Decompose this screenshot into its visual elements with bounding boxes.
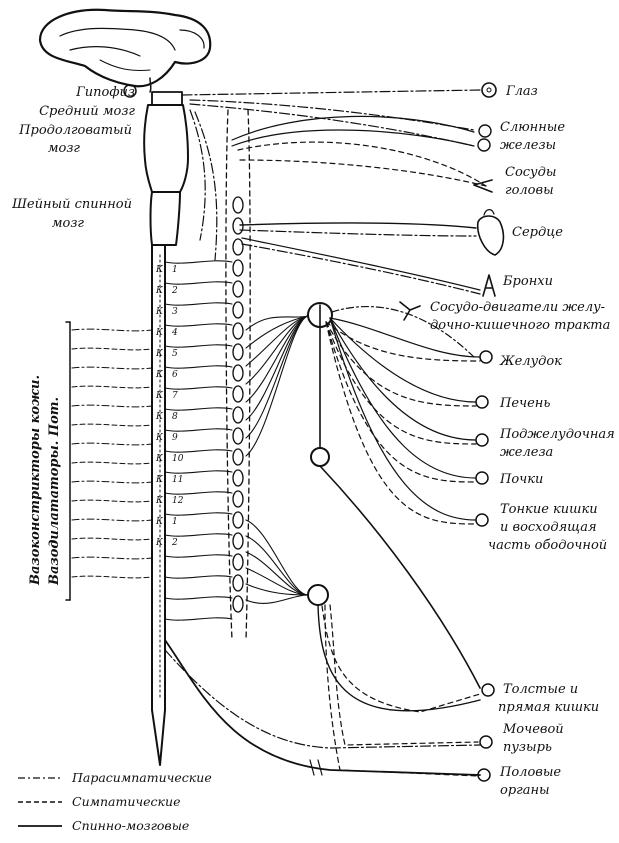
label-sosudy-1: Сосуды xyxy=(505,165,557,180)
segment-number: 1 xyxy=(172,265,178,275)
label-tonkie-2: и восходящая xyxy=(500,520,597,535)
segment-letter: К xyxy=(155,370,164,380)
chain-ganglion xyxy=(232,490,244,508)
chain-ganglion xyxy=(232,238,244,256)
chain-ganglion xyxy=(232,322,244,340)
segment-letter: К xyxy=(155,307,164,317)
label-slyunnye-1: Слюнные xyxy=(500,120,566,135)
label-tolstye-1: Толстые и xyxy=(503,682,579,697)
segment-letter: К xyxy=(155,454,164,464)
chain-ganglion xyxy=(232,406,244,424)
label-pechen: Печень xyxy=(500,396,551,411)
label-vaso-1: Сосудо-двигатели желу- xyxy=(430,300,606,315)
label-sredniy-mozg: Средний мозг xyxy=(39,104,135,119)
segment-letter: К xyxy=(155,475,164,485)
cranial-nerves xyxy=(181,89,487,295)
label-gipofiz: Гипофиз xyxy=(76,85,135,100)
label-vaso-skin: Вазоконстрикторы кожи. xyxy=(28,374,43,585)
chain-ganglion xyxy=(232,574,244,592)
segment-number: 10 xyxy=(172,454,184,464)
segment-letter: К xyxy=(155,349,164,359)
brainstem xyxy=(143,91,189,193)
spinal-cord xyxy=(149,191,181,766)
segment-letter: К xyxy=(155,517,164,527)
segment-number: 6 xyxy=(172,370,178,380)
segment-letter: К xyxy=(155,412,164,422)
pituitary-gland xyxy=(123,84,137,98)
label-vaso-dil: Вазодилататоры. Пот. xyxy=(47,396,62,585)
segment-number: 2 xyxy=(171,286,178,296)
sympathetic-chain xyxy=(225,109,251,641)
segment-letter: К xyxy=(155,286,164,296)
segment-number: 8 xyxy=(172,412,178,422)
segment-number: 11 xyxy=(172,475,183,485)
label-tolstye-2: прямая кишки xyxy=(498,700,600,715)
chain-ganglion xyxy=(232,301,244,319)
chain-ganglion xyxy=(232,217,244,235)
label-podzhel-2: железа xyxy=(500,445,554,460)
segment-number: 7 xyxy=(172,391,178,401)
label-mochevoy-2: пузырь xyxy=(503,740,552,755)
chain-ganglion xyxy=(232,553,244,571)
segment-letter: К xyxy=(155,538,164,548)
chain-ganglion xyxy=(232,595,244,613)
segment-number: 2 xyxy=(171,538,178,548)
segment-letter: К xyxy=(155,328,164,338)
chain-ganglion xyxy=(232,385,244,403)
chain-ganglion xyxy=(232,364,244,382)
segment-letter: К xyxy=(155,265,164,275)
brain-drawing xyxy=(38,8,212,93)
chain-ganglion xyxy=(232,259,244,277)
label-sheyny-mozg: мозг xyxy=(51,216,84,231)
pelvic-nerves xyxy=(164,604,481,777)
chain-ganglion xyxy=(232,448,244,466)
chain-ganglion xyxy=(232,196,244,214)
segment-number: 3 xyxy=(172,307,178,317)
label-sheyny: Шейный спинной xyxy=(12,197,132,212)
label-slyunnye-2: железы xyxy=(500,138,557,153)
organ-symbols xyxy=(399,82,505,782)
label-mochevoy-1: Мочевой xyxy=(503,722,564,737)
segment-letter: К xyxy=(155,433,164,443)
label-pochki: Почки xyxy=(500,472,544,487)
label-prodolgovaty-mozg: мозг xyxy=(47,141,80,156)
label-serdtse: Сердце xyxy=(512,225,563,240)
label-polovye-1: Половые xyxy=(500,765,562,780)
chain-ganglion xyxy=(232,469,244,487)
segment-letter: К xyxy=(155,391,164,401)
label-zheludok: Желудок xyxy=(500,354,562,369)
label-sosudy-2: головы xyxy=(505,183,554,198)
label-bronkhi: Бронхи xyxy=(503,274,553,289)
label-tonkie-3: часть ободочной xyxy=(488,538,608,553)
chain-ganglion xyxy=(232,280,244,298)
label-tonkie-1: Тонкие кишки xyxy=(500,502,598,517)
segment-number: 5 xyxy=(172,349,178,359)
segment-number: 9 xyxy=(172,433,178,443)
segment-number: 4 xyxy=(171,328,178,338)
chain-ganglion xyxy=(232,343,244,361)
chain-ganglion xyxy=(232,532,244,550)
segmental-fibres xyxy=(164,260,309,621)
label-glaz: Глаз xyxy=(506,84,538,99)
chain-ganglion xyxy=(232,511,244,529)
label-vaso-2: дочно-кишечного тракта xyxy=(430,318,611,333)
vagus-nerve xyxy=(319,304,481,689)
segment-number: 1 xyxy=(172,517,178,527)
legend-spinal: Спинно-мозговые xyxy=(72,818,190,833)
legend-sympathetic: Симпатические xyxy=(72,794,181,809)
label-polovye-2: органы xyxy=(500,783,550,798)
segment-letter: К xyxy=(155,496,164,506)
label-podzhel-1: Поджелудочная xyxy=(500,427,615,442)
celiac-fibres xyxy=(325,306,481,525)
legend-lines xyxy=(18,777,62,827)
legend-parasympathetic: Парасимпатические xyxy=(72,770,212,785)
label-prodolgovaty: Продолговатый xyxy=(19,123,132,138)
segment-number: 12 xyxy=(172,496,184,506)
chain-ganglion xyxy=(232,427,244,445)
